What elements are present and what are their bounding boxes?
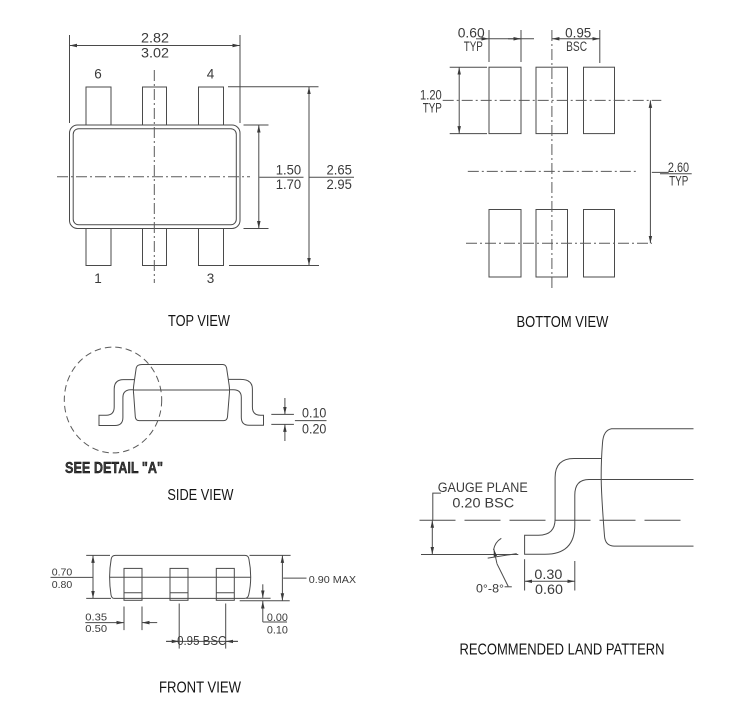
svg-text:TYP: TYP [669,174,688,189]
svg-text:FRONT VIEW: FRONT VIEW [159,680,242,697]
svg-text:0.30: 0.30 [534,567,562,582]
svg-text:2.60: 2.60 [668,160,689,175]
svg-text:RECOMMENDED LAND PATTERN: RECOMMENDED LAND PATTERN [460,642,665,659]
svg-text:0.20 BSC: 0.20 BSC [452,495,514,510]
svg-text:0.95: 0.95 [565,25,591,40]
svg-text:0.20: 0.20 [302,421,326,436]
svg-text:4: 4 [207,67,215,82]
svg-text:0°-8°: 0°-8° [476,584,504,596]
svg-text:GAUGE PLANE: GAUGE PLANE [438,480,528,495]
svg-text:0.00: 0.00 [267,612,288,624]
svg-text:SEE DETAIL "A": SEE DETAIL "A" [65,460,163,477]
svg-text:TYP: TYP [464,39,483,54]
svg-text:3: 3 [207,271,215,286]
svg-text:2.82: 2.82 [141,31,169,46]
svg-text:6: 6 [94,67,102,82]
svg-text:0.95 BSC: 0.95 BSC [177,634,226,648]
svg-text:0.70: 0.70 [52,568,73,579]
svg-text:BOTTOM VIEW: BOTTOM VIEW [517,314,610,331]
svg-text:0.60: 0.60 [535,582,563,597]
svg-text:0.90 MAX: 0.90 MAX [309,575,356,586]
svg-text:TYP: TYP [423,101,442,116]
svg-text:3.02: 3.02 [141,46,169,61]
svg-text:0.50: 0.50 [85,624,107,635]
svg-text:0.35: 0.35 [85,613,107,624]
svg-text:BSC: BSC [566,39,587,54]
svg-text:0.80: 0.80 [52,580,73,591]
svg-text:1.20: 1.20 [420,88,442,103]
svg-text:1: 1 [94,271,102,286]
svg-text:1.50: 1.50 [276,163,301,178]
svg-text:1.70: 1.70 [276,177,301,192]
svg-text:2.65: 2.65 [327,163,352,178]
svg-text:0.10: 0.10 [302,406,326,421]
svg-text:TOP VIEW: TOP VIEW [168,313,231,330]
svg-text:0.10: 0.10 [267,625,288,637]
svg-text:SIDE VIEW: SIDE VIEW [167,487,234,504]
svg-text:0.60: 0.60 [458,25,485,40]
svg-text:2.95: 2.95 [327,177,352,192]
